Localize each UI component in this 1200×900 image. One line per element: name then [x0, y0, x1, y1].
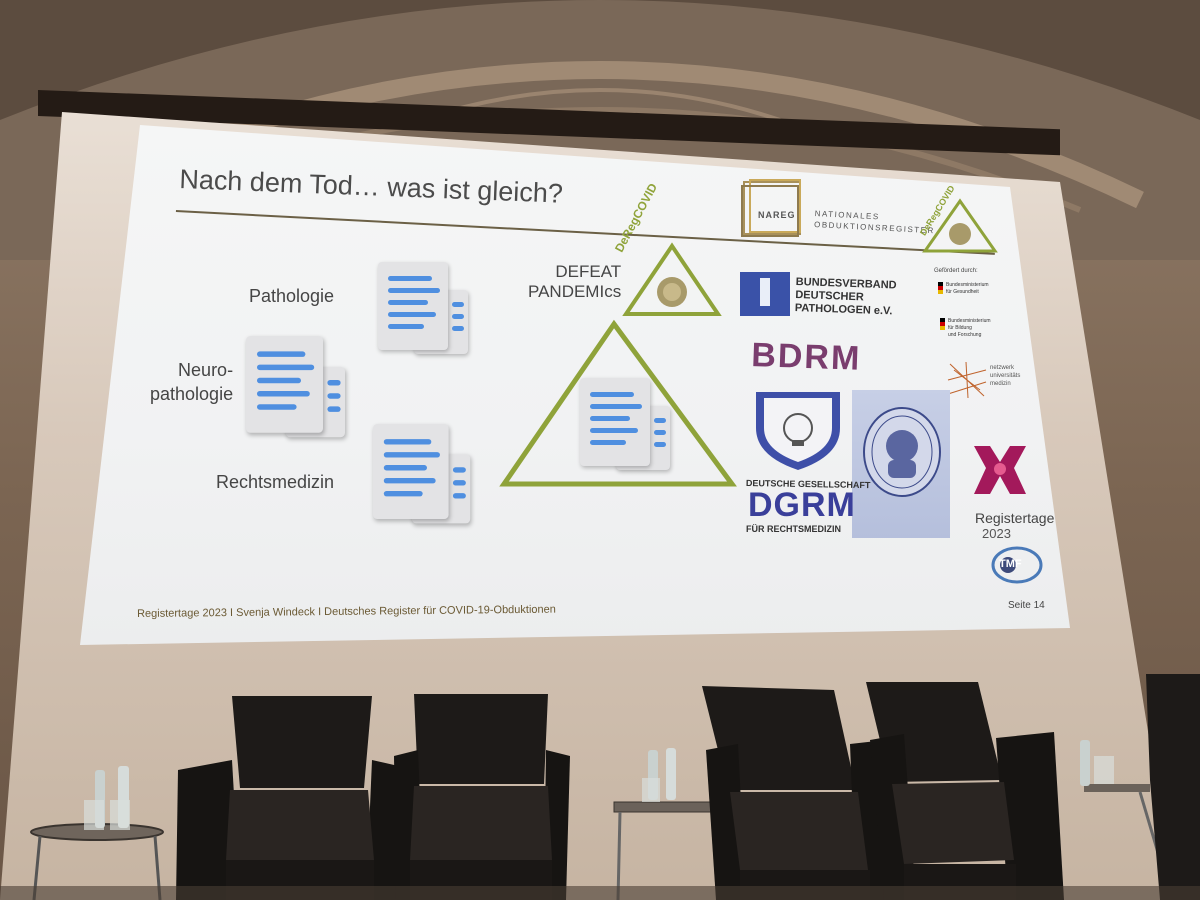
registertage-label: Registertage: [975, 510, 1055, 526]
num-line3: medizin: [990, 381, 1011, 387]
num-line2: universitäts: [990, 373, 1021, 379]
stage-furniture: [0, 674, 1200, 900]
ministry2-line1: Bundesministerium: [948, 318, 991, 324]
label-rechtsmedizin: Rechtsmedizin: [216, 472, 335, 492]
german-flag-icon: [938, 282, 943, 294]
document-icon: [373, 424, 472, 526]
document-icon: [580, 378, 672, 472]
num-line1: netzwerk: [990, 365, 1015, 371]
bdrm-logo: BDRM: [750, 336, 862, 378]
ministry2-line3: und Forschung: [948, 332, 982, 338]
central-triangle-icon: [499, 319, 737, 487]
slide-page-number: Seite 14: [1008, 600, 1045, 611]
virchow-medal-icon: [863, 407, 941, 497]
num-label: netzwerk universitäts medizin: [990, 364, 1020, 388]
label-defeat-pandemics: DEFEAT PANDEMIcs: [528, 262, 621, 302]
label-pathologie: Pathologie: [249, 286, 335, 306]
funded-by-label: Gefördert durch:: [934, 268, 978, 274]
deregcovid-triangle-icon: [922, 198, 998, 253]
document-icon: [246, 336, 347, 439]
defeat-line2: PANDEMIcs: [528, 282, 622, 301]
label-neuro-line2: pathologie: [150, 384, 234, 404]
defeat-line1: DEFEAT: [555, 262, 622, 281]
registertage-year: 2023: [982, 526, 1011, 541]
label-neuropathologie: Neuro- pathologie: [150, 358, 233, 406]
num-network-icon: [947, 361, 987, 399]
ministry1-line2: für Gesundheit: [946, 289, 979, 295]
label-neuro-line1: Neuro-: [178, 360, 234, 380]
tmf-logo-icon: [991, 546, 1043, 584]
german-flag-icon: [940, 318, 945, 330]
dgrm-logo: DGRM: [748, 486, 856, 524]
nareg-logo-icon: [741, 179, 801, 237]
bdp-label: BUNDESVERBAND DEUTSCHER PATHOLOGEN e.V.: [795, 276, 897, 318]
deregcovid-triangle-icon: [622, 242, 722, 316]
document-icon: [378, 262, 470, 356]
ministry2-line2: für Bildung: [948, 325, 972, 331]
ministry-education: Bundesministerium für Bildung und Forsch…: [948, 318, 991, 339]
dgrm-bottom-label: FÜR RECHTSMEDIZIN: [746, 524, 841, 534]
ministry-health: Bundesministerium für Gesundheit: [946, 282, 989, 296]
shield-logo-icon: [756, 392, 840, 470]
ministry1-line1: Bundesministerium: [946, 282, 989, 288]
bdp-logo-icon: [740, 272, 790, 316]
tmf-label: TMF: [999, 558, 1022, 570]
registertage-logo-icon: [974, 446, 1026, 494]
nareg-label: NAREG: [758, 210, 796, 220]
